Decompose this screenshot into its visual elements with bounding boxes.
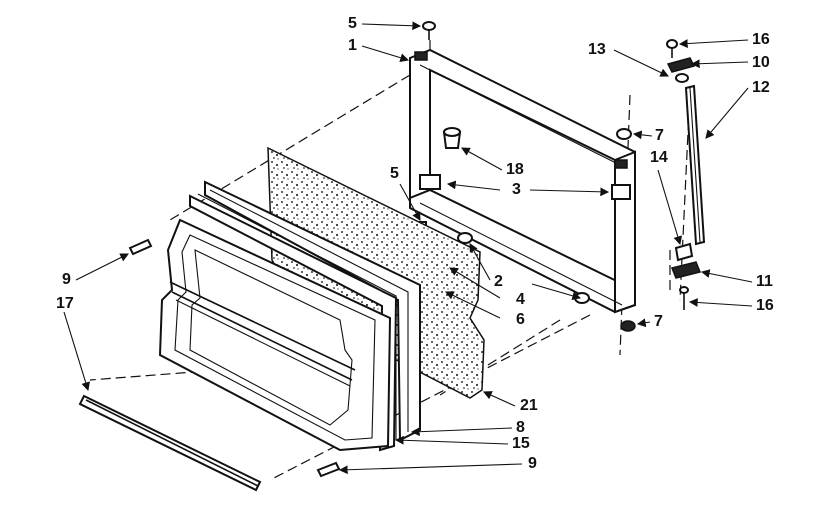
part-label-16-top: 16 — [752, 31, 770, 48]
part-label-18: 18 — [506, 161, 524, 178]
part-label-5-mid: 5 — [390, 165, 399, 182]
part-label-10: 10 — [752, 54, 770, 71]
door-frame — [409, 48, 636, 314]
door-gasket — [78, 394, 262, 492]
part-label-7-bottom: 7 — [654, 313, 663, 330]
part-label-12: 12 — [752, 79, 770, 96]
part-label-21: 21 — [520, 397, 538, 414]
part-label-17: 17 — [56, 295, 74, 312]
part-label-14: 14 — [650, 149, 668, 166]
hinge-rod — [684, 84, 706, 246]
part-label-16-bottom: 16 — [756, 297, 774, 314]
plugs — [616, 128, 636, 332]
part-label-11: 11 — [756, 273, 773, 290]
part-label-15: 15 — [512, 435, 530, 452]
leader-lines — [63, 21, 753, 475]
part-label-3: 3 — [512, 181, 521, 198]
door-inner-liner — [158, 218, 392, 452]
part-label-2: 2 — [494, 273, 503, 290]
top-hinge-parts — [666, 39, 696, 83]
part-label-9-left: 9 — [62, 271, 71, 288]
part-label-6: 6 — [516, 311, 525, 328]
part-label-1: 1 — [348, 37, 357, 54]
part-label-8: 8 — [516, 419, 525, 436]
part-label-7-top: 7 — [655, 127, 664, 144]
part-label-13: 13 — [588, 41, 606, 58]
part-label-9-bottom: 9 — [528, 455, 537, 472]
bottom-hinge-parts — [670, 242, 702, 310]
part-label-4: 4 — [516, 291, 525, 308]
part-label-5: 5 — [348, 15, 357, 32]
